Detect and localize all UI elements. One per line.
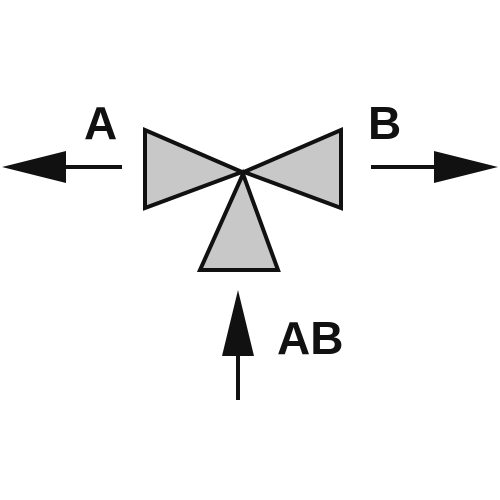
port-ab-label: AB (277, 312, 344, 364)
arrow-right-icon (371, 151, 498, 183)
port-a-label: A (84, 97, 118, 149)
valve-port-b-triangle (238, 126, 343, 211)
port-b-label: B (368, 97, 402, 149)
arrow-up-icon (222, 290, 254, 400)
arrow-left-icon (2, 151, 122, 183)
valve-port-a-triangle (143, 126, 248, 211)
valve-port-ab-triangle (196, 168, 281, 272)
